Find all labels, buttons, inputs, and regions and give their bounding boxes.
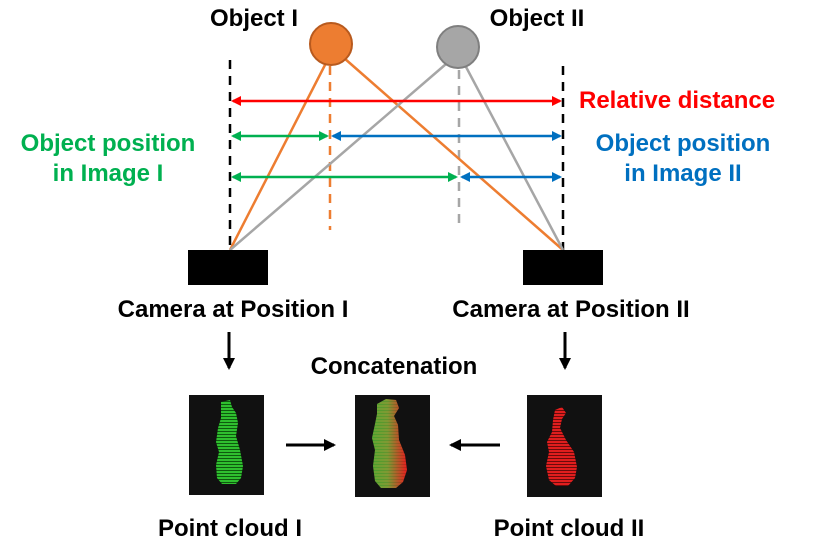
point-cloud-2-label: Point cloud II: [493, 515, 645, 542]
object-2-circle: [436, 25, 480, 69]
camera-1-label: Camera at Position I: [117, 296, 349, 323]
image-2-position-line2: in Image II: [624, 160, 742, 188]
camera-2-body: [523, 250, 603, 285]
image-1-position-line1: Object position: [20, 130, 196, 157]
camera-1-body: [188, 250, 268, 285]
image-1-position-label: Object position in Image I: [21, 129, 196, 189]
ray-object1-camera1: [228, 62, 328, 251]
object-2-label: Object II: [489, 5, 585, 32]
ray-object1-camera2: [343, 57, 564, 251]
image-1-position-line2: in Image I: [52, 160, 164, 188]
image-2-position-line1: Object position: [595, 130, 771, 157]
ray-object2-camera2: [463, 64, 565, 251]
point-cloud-1-label: Point cloud I: [158, 515, 302, 542]
point-cloud-concat-image: [355, 395, 430, 497]
object-1-circle: [309, 22, 353, 66]
point-cloud-1-image: [189, 395, 264, 495]
camera-2-label: Camera at Position II: [452, 296, 690, 323]
point-cloud-2-image: [527, 395, 602, 497]
relative-distance-label: Relative distance: [579, 87, 776, 114]
ray-object2-camera1: [229, 63, 447, 251]
image-2-position-label: Object position in Image II: [596, 129, 771, 189]
concatenation-label: Concatenation: [310, 353, 478, 380]
object-1-label: Object I: [209, 5, 299, 32]
